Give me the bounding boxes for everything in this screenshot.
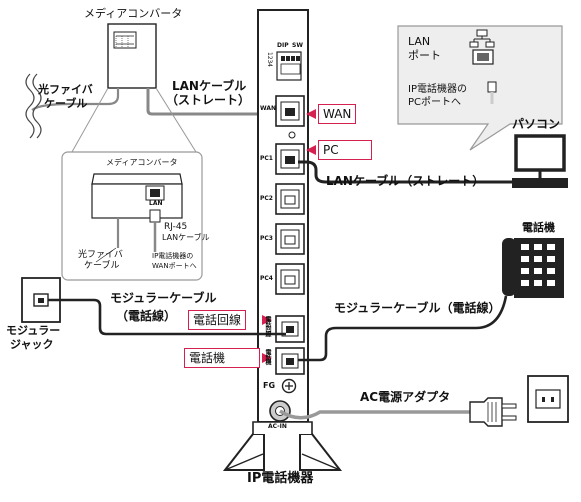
dip-numbers: 1 2 3 4 (265, 52, 273, 66)
telephone-label: 電話機 (522, 221, 555, 234)
cable-break-line (25, 73, 35, 139)
fiber-cable-label-2: ケーブル (44, 97, 88, 110)
media-converter-device (107, 23, 157, 89)
inset-fiber-label-2: ケーブル (84, 261, 120, 271)
tag-wan: WAN (318, 104, 357, 124)
device-stand (222, 421, 343, 471)
ac-in-label: AC-IN (268, 423, 287, 430)
device-title: IP電話機器 (247, 471, 314, 486)
ip-phone-device (257, 9, 309, 423)
inset-title: メディアコンバータ (106, 158, 178, 167)
inset-wan-note-2: WANポートへ (152, 262, 197, 270)
wan-cable-label-2: （ストレート） (166, 93, 251, 107)
inset-lan-port-label: LAN (149, 200, 163, 207)
wan-cable-label-1: LANケーブル (172, 79, 247, 93)
fg-label: FG (263, 381, 276, 390)
pc-cable-label: LANケーブル（ストレート） (326, 174, 485, 188)
callout-port-label: ポート (408, 49, 441, 62)
callout-note-1: IP電話機器の (408, 84, 467, 95)
fiber-cable (31, 88, 120, 111)
modular-cable-label-1: モジュラーケーブル (110, 291, 217, 305)
inset-rj45-label: RJ-45 (164, 222, 188, 232)
telephone-cable-label: モジュラーケーブル（電話線） (334, 301, 501, 315)
media-converter-label: メディアコンバータ (84, 7, 183, 20)
tag-phone-line: 電話回線 (188, 310, 247, 330)
fiber-cable-label-1: 光ファイバ (38, 83, 93, 96)
inset-lan-cable-label: LANケーブル (162, 233, 210, 242)
port-label-pc3: PC3 (260, 235, 273, 242)
modular-jack-label-2: ジャック (10, 338, 54, 351)
modular-wall-jack (21, 277, 61, 323)
port-label-wan: WAN (260, 105, 277, 112)
wan-lan-cable (146, 88, 282, 116)
callout-lan-label: LAN (408, 35, 431, 48)
telephone (502, 238, 564, 298)
power-outlet (527, 375, 569, 423)
tag-phone-set: 電話機 (184, 348, 260, 368)
port-label-pc4: PC4 (260, 275, 273, 282)
pc-computer (512, 134, 568, 188)
ac-adapter-plug (469, 397, 517, 427)
modular-jack-label-1: モジュラー (6, 324, 61, 337)
port-label-pc2: PC2 (260, 195, 273, 202)
port-label-pc1: PC1 (260, 155, 273, 162)
inset-detail-box (61, 151, 203, 281)
ac-adapter-cable (279, 409, 470, 420)
sw-label: SW (292, 42, 303, 49)
telephone-cable (298, 295, 508, 362)
callout-note-2: PCポートへ (408, 97, 462, 108)
port-label-phone-set: 電話機 (264, 349, 271, 364)
port-label-phone-line: 電話回線 (264, 316, 271, 336)
pc-lan-cable (298, 160, 512, 184)
modular-cable-label-2: （電話線） (116, 309, 177, 323)
tag-pc: PC (318, 140, 372, 160)
pc-port-callout (397, 25, 563, 151)
ac-adapter-label: AC電源アダプタ (360, 390, 451, 404)
pc-label: パソコン (512, 117, 561, 131)
modular-line-cable (48, 298, 286, 336)
dip-label: DIP (277, 42, 289, 49)
inset-wan-note-1: IP電話機器の (152, 252, 194, 260)
inset-fiber-label-1: 光ファイバ (78, 250, 123, 260)
